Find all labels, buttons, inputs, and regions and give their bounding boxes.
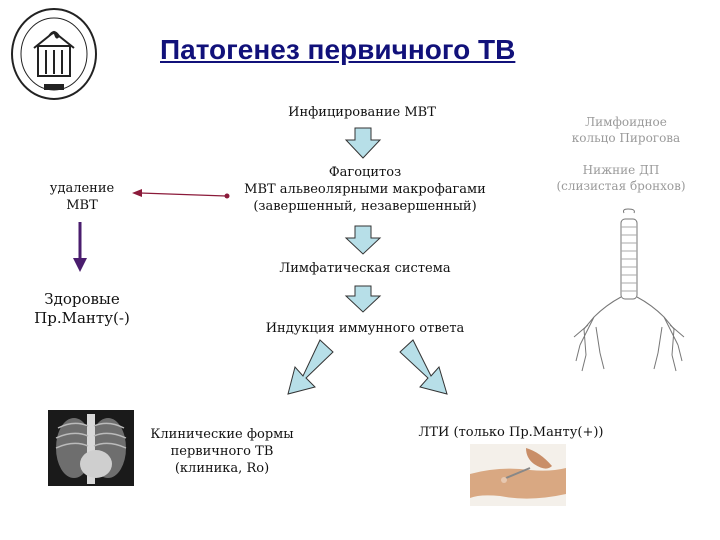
lower-airways-line1: Нижние ДП [582,163,660,177]
step-phagocytosis-line3: (завершенный, незавершенный) [253,199,477,214]
step-infection: Инфицирование МВТ [288,105,436,120]
removal-line2: МВТ [66,198,98,213]
clinical-line2: первичного ТВ [170,444,274,459]
step-phagocytosis: Фагоцитоз МВТ альвеолярными макрофагами … [230,164,500,215]
clinical-line1: Клинические формы [150,427,294,442]
down-arrow-2 [344,225,382,255]
step-lymphatic: Лимфатическая система [279,261,451,276]
removal-label: удаление МВТ [40,180,124,214]
clinical-line3: (клиника, Ro) [174,461,270,476]
down-arrow-1 [344,127,382,159]
diagonal-left-arrow [287,339,334,395]
down-arrow-3 [344,285,382,313]
pirogov-ring-note: Лимфоидное кольцо Пирогова [556,114,696,146]
page-title: Патогенез первичного ТВ [160,34,516,65]
healthy-line2: Пр.Манту(-) [34,309,130,327]
healthy-label: Здоровые Пр.Манту(-) [22,290,142,328]
healthy-line1: Здоровые [44,290,120,308]
institution-logo [8,6,100,102]
lti-label: ЛТИ (только Пр.Манту(+)) [418,425,604,440]
lower-airways-note: Нижние ДП (слизистая бронхов) [546,162,696,194]
lower-airways-line2: (слизистая бронхов) [556,179,686,193]
clinical-forms-label: Клинические формы первичного ТВ (клиника… [142,426,302,477]
pirogov-line1: Лимфоидное [585,115,667,129]
removal-line1: удаление [49,181,115,196]
step-immune-induction: Индукция иммунного ответа [265,321,465,336]
removal-connector [139,192,227,197]
trachea-bronchi-drawing [566,205,696,385]
step-phagocytosis-line1: Фагоцитоз [328,165,402,180]
chest-xray-image [48,410,134,486]
diagonal-right-arrow [399,339,448,395]
pirogov-line2: кольцо Пирогова [571,131,681,145]
step-phagocytosis-line2: МВТ альвеолярными макрофагами [244,182,486,197]
mantoux-test-photo [470,444,566,506]
